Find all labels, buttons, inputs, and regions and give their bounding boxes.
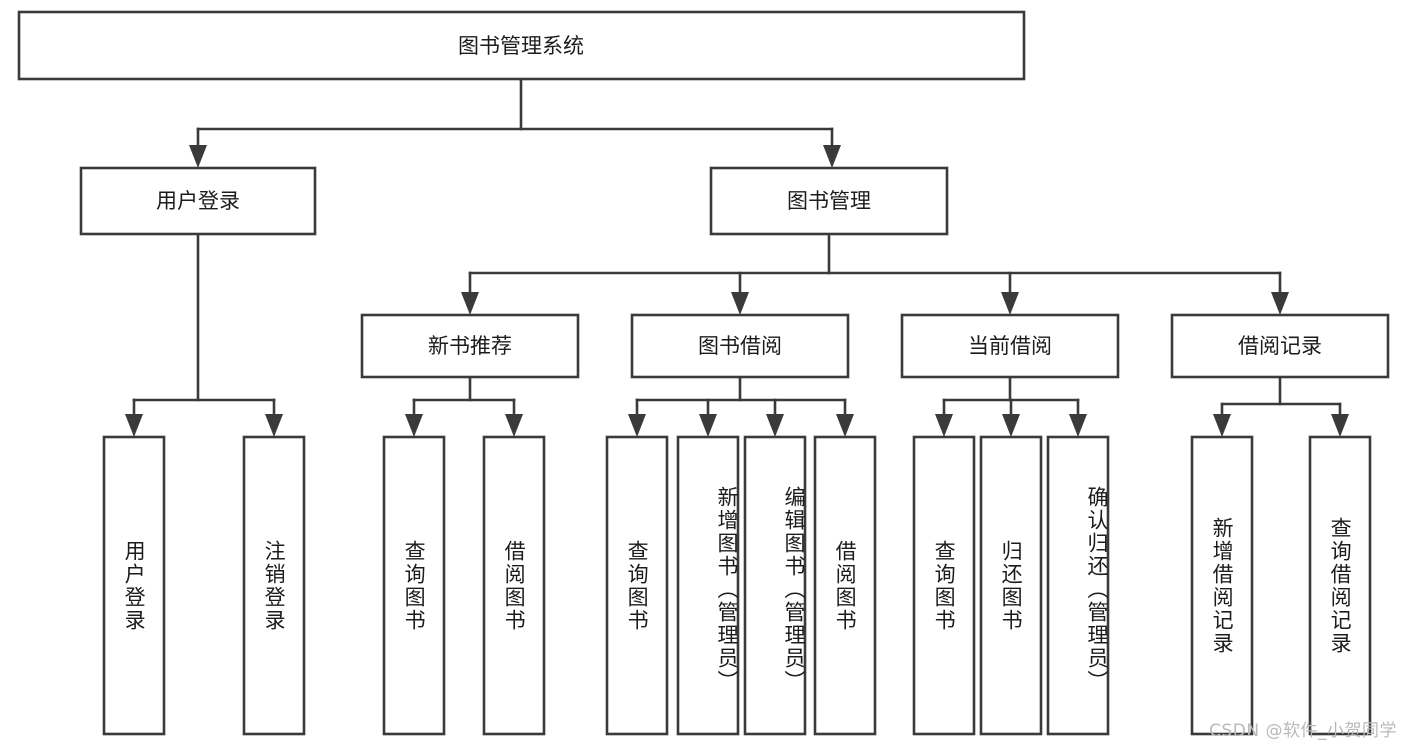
connector-group-book-manage-to-level3 <box>461 232 1289 315</box>
connector-group-new-book-rec-to-leaves <box>405 375 523 437</box>
arrowhead-to-leaf-borrow-book-1 <box>505 414 523 437</box>
arrowhead-to-leaf-query-book-3 <box>935 414 953 437</box>
connector-group-borrow-record-to-leaves <box>1213 375 1349 437</box>
arrowhead-to-user-login <box>189 145 207 168</box>
arrowhead-to-book-borrow <box>731 292 749 315</box>
node-new-book-rec-box[interactable] <box>360 313 580 379</box>
arrowhead-to-leaf-query-book-1 <box>405 414 423 437</box>
node-leaf-query-book-2-box[interactable] <box>605 435 669 736</box>
node-new-book-rec[interactable]: 新书推荐 <box>360 313 580 379</box>
node-book-borrow-box[interactable] <box>630 313 850 379</box>
node-current-borrow-label: 当前借阅 <box>968 334 1052 358</box>
node-book-borrow-label: 图书借阅 <box>698 334 782 358</box>
arrowhead-to-borrow-record <box>1271 292 1289 315</box>
node-leaf-query-book-1-box[interactable] <box>382 435 446 736</box>
node-leaf-query-book-3-box[interactable] <box>912 435 976 736</box>
node-current-borrow[interactable]: 当前借阅 <box>900 313 1120 379</box>
node-leaf-borrow-book-1-box[interactable] <box>482 435 546 736</box>
node-root[interactable]: 图书管理系统 <box>17 10 1026 81</box>
node-root-label: 图书管理系统 <box>458 34 584 58</box>
arrowhead-to-leaf-borrow-book-2 <box>836 414 854 437</box>
node-leaf-add-borrow-record-box[interactable] <box>1190 435 1254 736</box>
node-user-login[interactable]: 用户登录 <box>79 166 317 236</box>
node-leaf-query-borrow-record-box[interactable] <box>1308 435 1372 736</box>
arrowhead-to-leaf-query-borrow-record <box>1331 414 1349 437</box>
node-borrow-record[interactable]: 借阅记录 <box>1170 313 1390 379</box>
connector-group-root-to-level2 <box>189 77 841 168</box>
arrowhead-to-new-book-rec <box>461 292 479 315</box>
node-leaf-user-login-box[interactable] <box>102 435 166 736</box>
leaf-boxes-group <box>102 435 1372 736</box>
node-new-book-rec-label: 新书推荐 <box>428 334 512 358</box>
arrowhead-to-leaf-logout-login <box>265 414 283 437</box>
arrowhead-to-current-borrow <box>1001 292 1019 315</box>
node-book-manage-box[interactable] <box>709 166 949 236</box>
connector-group-current-borrow-to-leaves <box>935 375 1087 437</box>
node-root-box[interactable] <box>17 10 1026 81</box>
arrowhead-to-leaf-return-book <box>1002 414 1020 437</box>
arrowhead-to-leaf-user-login <box>125 414 143 437</box>
node-book-manage[interactable]: 图书管理 <box>709 166 949 236</box>
arrowhead-to-book-manage <box>823 145 841 168</box>
node-user-login-label: 用户登录 <box>156 189 240 213</box>
node-book-borrow[interactable]: 图书借阅 <box>630 313 850 379</box>
arrowhead-to-leaf-edit-book-admin <box>766 414 784 437</box>
node-leaf-edit-book-admin-box[interactable] <box>743 435 807 736</box>
node-leaf-return-book-box[interactable] <box>979 435 1043 736</box>
node-leaf-confirm-return-admin-box[interactable] <box>1046 435 1110 736</box>
node-current-borrow-box[interactable] <box>900 313 1120 379</box>
connector-group-book-borrow-to-leaves <box>628 375 854 437</box>
node-leaf-borrow-book-2-box[interactable] <box>813 435 877 736</box>
arrowhead-to-leaf-add-book-admin <box>699 414 717 437</box>
node-book-manage-label: 图书管理 <box>787 189 871 213</box>
arrowhead-to-leaf-confirm-return-admin <box>1069 414 1087 437</box>
csdn-watermark: CSDN @软件_小贺同学 <box>1209 721 1397 741</box>
node-leaf-add-book-admin-box[interactable] <box>676 435 740 736</box>
connector-group-user-login-to-leaves <box>125 232 283 437</box>
node-leaf-logout-login-box[interactable] <box>242 435 306 736</box>
arrowhead-to-leaf-add-borrow-record <box>1213 414 1231 437</box>
node-borrow-record-label: 借阅记录 <box>1238 334 1322 358</box>
node-user-login-box[interactable] <box>79 166 317 236</box>
arrowhead-to-leaf-query-book-2 <box>628 414 646 437</box>
node-borrow-record-box[interactable] <box>1170 313 1390 379</box>
